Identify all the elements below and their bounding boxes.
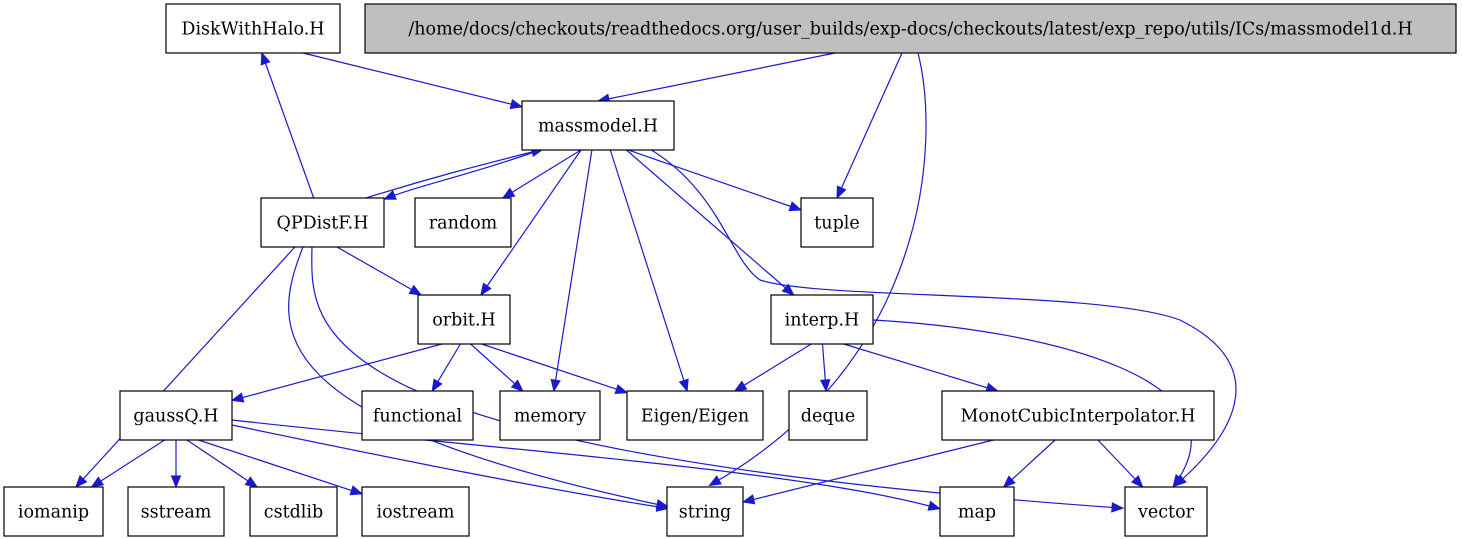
node-box	[788, 390, 868, 441]
edge-interp-to-eigen	[733, 343, 812, 392]
node-interp[interactable]: interp.H	[770, 294, 874, 345]
edge-massmodel-to-tuple	[628, 149, 803, 212]
node-box	[941, 390, 1215, 441]
node-string[interactable]: string	[666, 486, 744, 537]
node-box	[417, 294, 511, 345]
edge-monot-to-map	[1002, 439, 1056, 488]
node-label: tuple	[814, 214, 859, 234]
node-box	[1124, 486, 1208, 537]
node-root[interactable]: /home/docs/checkouts/readthedocs.org/use…	[364, 3, 1457, 54]
edge-gaussq-to-sstream	[170, 440, 182, 489]
node-cstdlib[interactable]: cstdlib	[249, 486, 338, 537]
node-label: iomanip	[18, 503, 89, 523]
edge-orbit-to-memory	[470, 343, 524, 392]
node-label: random	[429, 214, 498, 234]
node-memory[interactable]: memory	[499, 390, 601, 441]
edge-massmodel-to-memory	[550, 149, 593, 393]
node-box	[626, 390, 764, 441]
node-label: DiskWithHalo.H	[181, 20, 324, 40]
edge-massmodel-to-interp	[626, 149, 795, 296]
node-label: memory	[514, 407, 586, 427]
node-box	[165, 3, 341, 54]
node-box	[260, 197, 385, 248]
node-box	[499, 390, 601, 441]
edge-massmodel-to-random	[501, 149, 582, 199]
node-qpdistf[interactable]: QPDistF.H	[260, 197, 385, 248]
node-random[interactable]: random	[414, 197, 512, 248]
node-map[interactable]: map	[939, 486, 1015, 537]
node-vector[interactable]: vector	[1124, 486, 1208, 537]
edge-massmodel-to-qpdistf	[382, 149, 541, 200]
edge-diskwithhalo-to-massmodel	[302, 52, 524, 110]
node-label: QPDistF.H	[276, 214, 368, 234]
node-label: /home/docs/checkouts/readthedocs.org/use…	[408, 20, 1412, 40]
edges	[74, 51, 1237, 513]
edge-massmodel-to-eigen	[609, 149, 689, 393]
node-box	[800, 197, 874, 248]
edge-gaussq-to-cstdlib	[186, 439, 259, 488]
node-label: sstream	[141, 503, 212, 523]
edge-orbit-to-gaussq	[230, 343, 443, 403]
node-eigen[interactable]: Eigen/Eigen	[626, 390, 764, 441]
node-box	[364, 3, 1457, 54]
node-box	[361, 390, 474, 441]
node-label: iostream	[377, 503, 455, 523]
nodes: /home/docs/checkouts/readthedocs.org/use…	[3, 3, 1457, 537]
edge-root-to-tuple	[836, 52, 903, 200]
node-label: string	[679, 503, 731, 523]
node-tuple[interactable]: tuple	[800, 197, 874, 248]
edge-root-to-massmodel	[596, 52, 836, 104]
node-box	[249, 486, 338, 537]
node-label: gaussQ.H	[133, 407, 218, 427]
node-box	[414, 197, 512, 248]
node-label: vector	[1137, 503, 1195, 523]
node-orbit[interactable]: orbit.H	[417, 294, 511, 345]
node-label: massmodel.H	[538, 117, 658, 137]
node-monot[interactable]: MonotCubicInterpolator.H	[941, 390, 1215, 441]
edge-qpdistf-to-iomanip	[74, 246, 296, 488]
node-label: orbit.H	[432, 311, 496, 331]
node-label: deque	[801, 407, 855, 427]
edge-qpdistf-to-orbit	[336, 246, 423, 296]
edge-interp-to-vector	[872, 319, 1192, 488]
node-diskwithhalo[interactable]: DiskWithHalo.H	[165, 3, 341, 54]
node-label: cstdlib	[264, 503, 323, 523]
edge-qpdistf-to-string	[288, 246, 670, 510]
node-sstream[interactable]: sstream	[127, 486, 225, 537]
edge-gaussq-to-string	[231, 424, 670, 512]
edge-qpdistf-to-massmodel	[365, 146, 545, 199]
edge-monot-to-string	[741, 439, 994, 505]
node-box	[361, 486, 470, 537]
node-box	[939, 486, 1015, 537]
edge-massmodel-to-orbit	[480, 149, 582, 297]
node-label: Eigen/Eigen	[641, 407, 749, 427]
node-box	[127, 486, 225, 537]
edge-gaussq-to-iostream	[198, 439, 364, 496]
edge-qpdistf-to-vector	[311, 246, 1125, 513]
edge-gaussq-to-iomanip	[90, 439, 165, 488]
node-box	[3, 486, 104, 537]
node-label: map	[958, 503, 996, 523]
edge-interp-to-monot	[843, 343, 999, 393]
node-box	[521, 100, 675, 151]
node-box	[119, 390, 233, 441]
node-box	[666, 486, 744, 537]
node-functional[interactable]: functional	[361, 390, 474, 441]
node-iomanip[interactable]: iomanip	[3, 486, 104, 537]
node-gaussq[interactable]: gaussQ.H	[119, 390, 233, 441]
node-label: functional	[373, 407, 463, 427]
edge-gaussq-to-map	[231, 419, 942, 511]
edge-interp-to-deque	[820, 343, 831, 393]
edge-orbit-to-functional	[431, 343, 461, 393]
node-label: interp.H	[785, 311, 860, 331]
edge-orbit-to-eigen	[481, 343, 629, 395]
edge-qpdistf-to-diskwithhalo	[260, 51, 315, 199]
node-box	[770, 294, 874, 345]
node-iostream[interactable]: iostream	[361, 486, 470, 537]
node-deque[interactable]: deque	[788, 390, 868, 441]
node-label: MonotCubicInterpolator.H	[960, 407, 1195, 427]
edge-monot-to-vector	[1097, 439, 1144, 488]
node-massmodel[interactable]: massmodel.H	[521, 100, 675, 151]
